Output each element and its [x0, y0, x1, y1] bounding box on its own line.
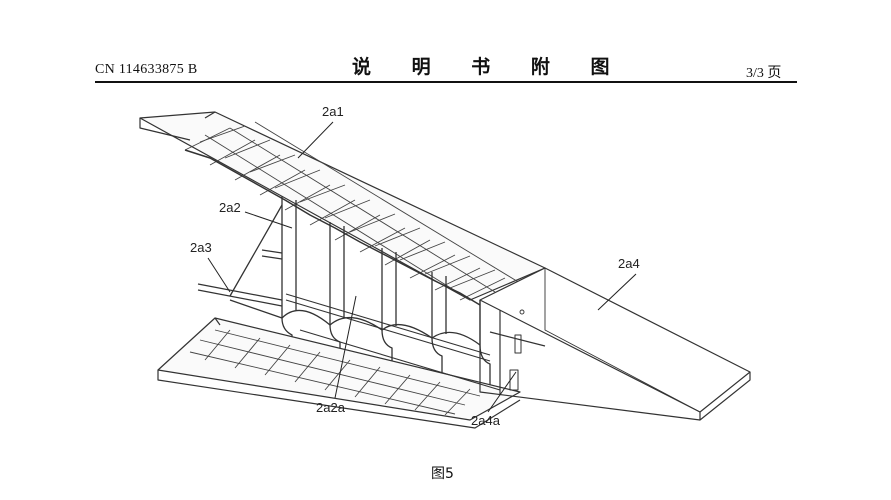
- page-number: 3/3 页: [746, 66, 782, 81]
- bottom-tread-surface: [157, 317, 521, 429]
- label-2a1: 2a1: [322, 104, 344, 119]
- frame-rails: [285, 293, 501, 391]
- header-rule: [95, 81, 797, 83]
- page-title: 说 明 书 附 图: [352, 56, 627, 78]
- label-2a4a: 2a4a: [471, 413, 500, 428]
- figure-caption: 图5: [431, 466, 454, 482]
- label-2a2a: 2a2a: [316, 400, 345, 415]
- top-tread-surface: [139, 111, 546, 306]
- vertical-webs: [229, 196, 491, 398]
- label-2a2: 2a2: [219, 200, 241, 215]
- label-2a4: 2a4: [618, 256, 640, 271]
- patent-number: CN 114633875 B: [95, 62, 198, 77]
- leader-lines: [207, 121, 637, 413]
- entry-ramp: [479, 267, 751, 421]
- label-2a3: 2a3: [190, 240, 212, 255]
- side-rod: [197, 249, 283, 307]
